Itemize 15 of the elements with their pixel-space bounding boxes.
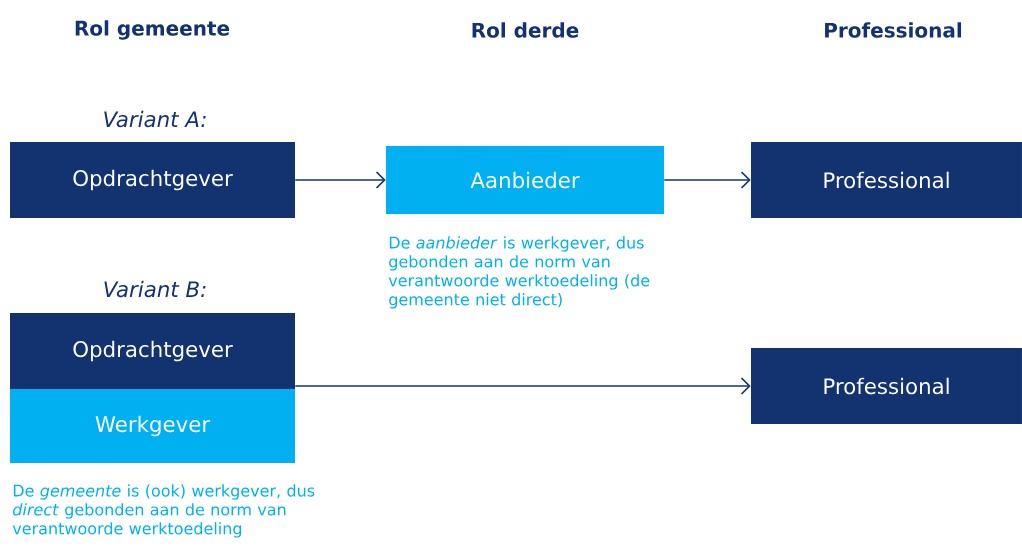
column-heading: Rol derde <box>472 22 579 38</box>
role-box: Aanbieder <box>386 146 664 214</box>
column-heading: Rol gemeente <box>75 20 230 40</box>
role-box: Werkgever <box>10 389 295 463</box>
arrow <box>294 171 386 189</box>
note-text: De gemeente is (ook) werkgever, dus direct gebonden aan de norm van verantwoorde werktoedeling <box>12 484 315 538</box>
note-text: De aanbieder is werkgever, dus gebonden aan de norm van verantwoorde werktoedeling (de gemeente niet direct) <box>388 236 650 309</box>
role-box: Professional <box>751 348 1022 424</box>
variant-label: Variant B: <box>104 280 206 298</box>
role-box: Opdrachtgever <box>10 142 295 218</box>
arrow <box>663 171 751 189</box>
column-heading: Professional <box>825 22 962 38</box>
arrow <box>294 377 751 395</box>
role-box: Professional <box>751 142 1022 218</box>
role-box: Opdrachtgever <box>10 313 295 389</box>
